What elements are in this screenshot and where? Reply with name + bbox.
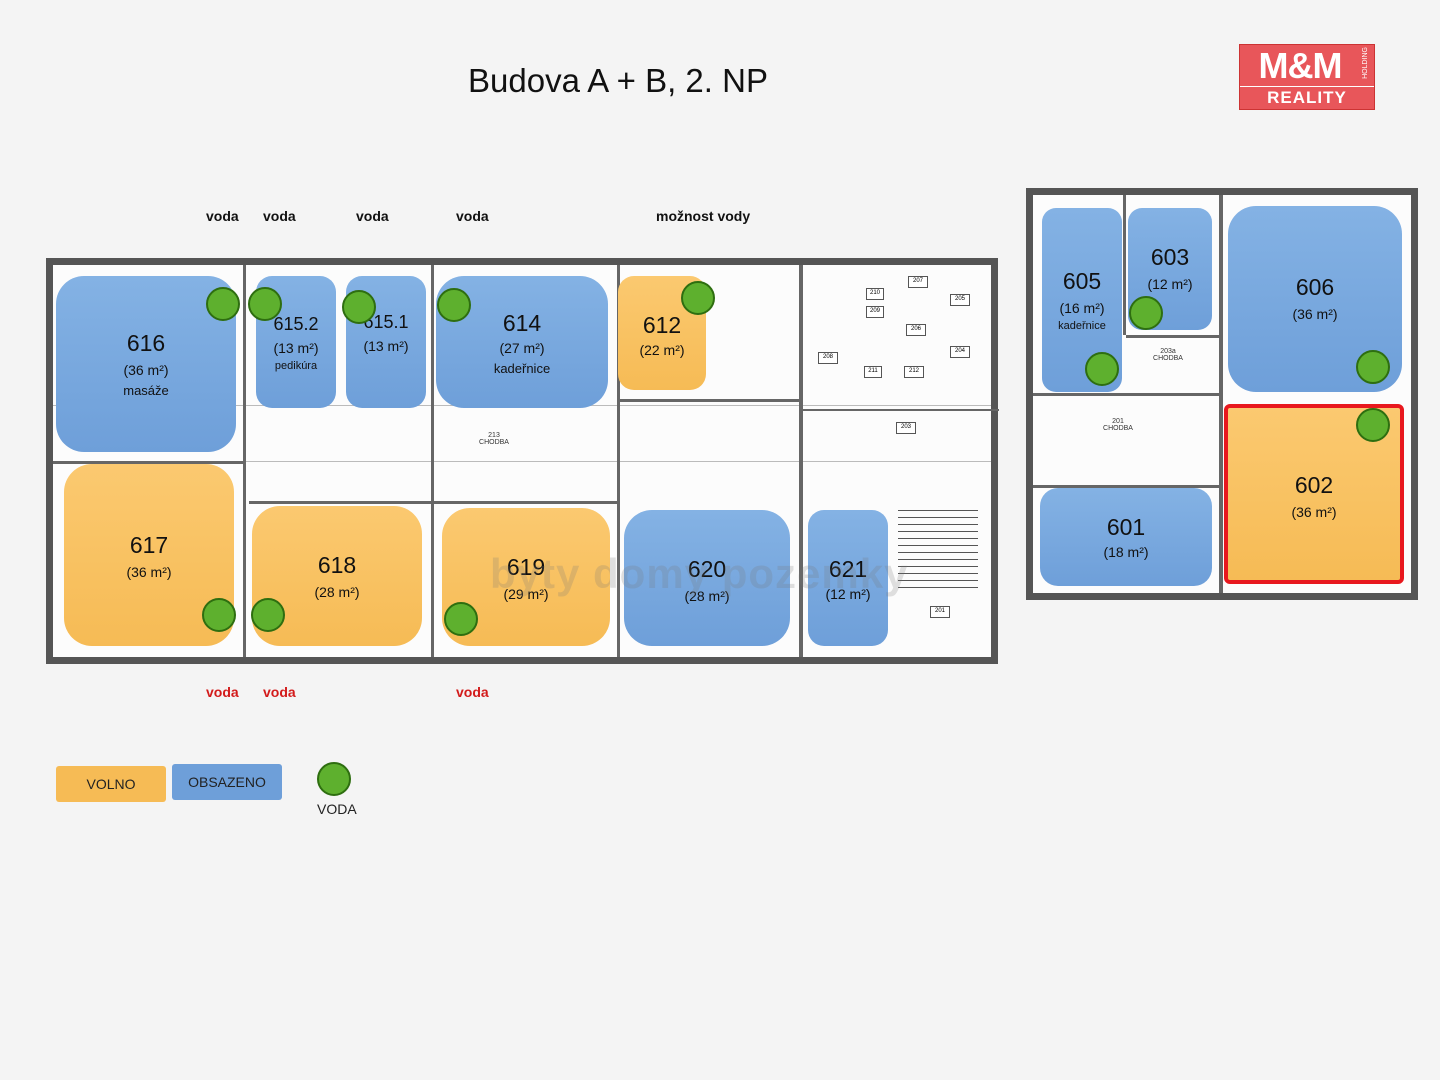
- water-point-icon: [342, 290, 376, 324]
- room-label-small: 212: [904, 366, 924, 378]
- water-label-bottom: voda: [206, 684, 239, 700]
- legend-water-label: VODA: [317, 801, 357, 817]
- water-label-bottom: voda: [263, 684, 296, 700]
- room-label-small: 208: [818, 352, 838, 364]
- legend-occupied: OBSAZENO: [172, 764, 282, 800]
- logo-mark: M&M: [1258, 45, 1343, 86]
- room-label-small: 207: [908, 276, 928, 288]
- water-point-icon: [681, 281, 715, 315]
- room-621[interactable]: 621 (12 m²): [808, 510, 888, 646]
- room-label-small: 209: [866, 306, 884, 318]
- water-point-icon: [202, 598, 236, 632]
- water-label-top: voda: [356, 208, 389, 224]
- logo-wordmark: REALITY: [1240, 86, 1374, 109]
- room-612[interactable]: 612 (22 m²): [618, 276, 706, 390]
- room-label-small: 204: [950, 346, 970, 358]
- water-point-icon: [437, 288, 471, 322]
- company-logo: M&M HOLDING REALITY: [1239, 44, 1375, 110]
- water-point-icon: [1085, 352, 1119, 386]
- water-label-top: voda: [206, 208, 239, 224]
- water-label-top: voda: [456, 208, 489, 224]
- room-label-small: 210: [866, 288, 884, 300]
- water-point-icon: [444, 602, 478, 636]
- room-620[interactable]: 620 (28 m²): [624, 510, 790, 646]
- page-title: Budova A + B, 2. NP: [468, 62, 768, 99]
- water-point-icon: [248, 287, 282, 321]
- logo-side-text: HOLDING: [1362, 47, 1369, 79]
- legend-water-icon: [317, 762, 351, 796]
- room-619[interactable]: 619 (29 m²): [442, 508, 610, 646]
- water-point-icon: [251, 598, 285, 632]
- room-label-small: 211: [864, 366, 882, 378]
- water-point-icon: [1129, 296, 1163, 330]
- water-label-bottom: voda: [456, 684, 489, 700]
- room-label-small: 203: [896, 422, 916, 434]
- room-label-small: 201: [930, 606, 950, 618]
- room-label-small: 206: [906, 324, 926, 336]
- water-point-icon: [1356, 408, 1390, 442]
- staircase: [898, 510, 978, 594]
- legend-free: VOLNO: [56, 766, 166, 802]
- room-label-small: 205: [950, 294, 970, 306]
- water-option-label: možnost vody: [656, 208, 751, 224]
- watermark: byty domy pozemky: [490, 550, 909, 597]
- room-601[interactable]: 601 (18 m²): [1040, 488, 1212, 586]
- water-point-icon: [206, 287, 240, 321]
- water-label-top: voda: [263, 208, 296, 224]
- water-point-icon: [1356, 350, 1390, 384]
